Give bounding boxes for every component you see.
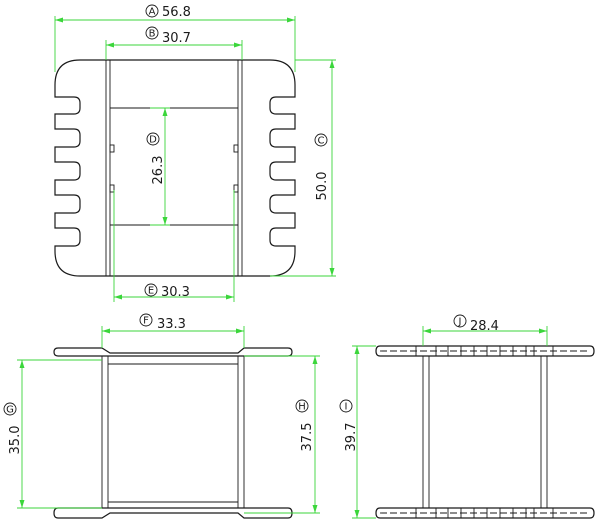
dimension-h-letter: H [298, 402, 306, 413]
dimension-i-letter: I [345, 402, 348, 413]
dimension-f: F 33.3 [101, 313, 245, 348]
dimension-b-letter: B [149, 29, 156, 40]
front-view-bottom-flange [53, 507, 293, 519]
dimension-j-letter: J [458, 317, 462, 328]
front-view [53, 347, 293, 519]
dimension-g-value: 35.0 [8, 426, 23, 455]
top-view-flange-outline [54, 59, 296, 277]
dimension-h-value: 37.5 [300, 423, 315, 452]
dimension-e-letter: E [148, 286, 154, 297]
dimension-j: J 28.4 [422, 314, 548, 346]
dimension-i: I 39.7 [339, 345, 376, 519]
dimension-a: A 56.8 [54, 4, 296, 72]
dimension-h: H 37.5 [244, 355, 320, 514]
dimension-e: E 30.3 [113, 190, 235, 302]
dimension-e-value: 30.3 [161, 285, 190, 300]
dimension-c-value: 50.0 [315, 172, 330, 201]
dimension-i-value: 39.7 [344, 423, 359, 452]
front-view-top-flange [53, 347, 293, 357]
side-view-bottom-flange [375, 507, 595, 519]
dimension-f-letter: F [143, 316, 149, 327]
dimension-d: D 26.3 [146, 107, 170, 226]
top-view-notch [233, 184, 239, 193]
side-view [375, 345, 595, 519]
top-view [54, 59, 296, 277]
dimension-g-letter: G [6, 405, 14, 416]
dimension-c: C 50.0 [270, 59, 336, 277]
dimension-b-value: 30.7 [162, 31, 191, 46]
top-view-notch [233, 144, 239, 153]
dimension-d-letter: D [149, 135, 157, 146]
dimension-c-letter: C [318, 136, 325, 147]
dimension-d-value: 26.3 [151, 156, 166, 185]
top-view-notch [109, 184, 115, 193]
dimension-f-value: 33.3 [157, 317, 186, 332]
dimension-j-value: 28.4 [470, 319, 499, 334]
side-view-top-flange [375, 345, 595, 357]
dimension-b: B 30.7 [105, 26, 243, 60]
side-view-top-pins [415, 346, 554, 356]
dimension-g: G 35.0 [3, 359, 102, 509]
top-view-notch [109, 144, 115, 153]
dimension-a-value: 56.8 [162, 5, 191, 20]
side-view-bottom-pins [415, 508, 554, 518]
dimension-a-letter: A [149, 7, 156, 18]
